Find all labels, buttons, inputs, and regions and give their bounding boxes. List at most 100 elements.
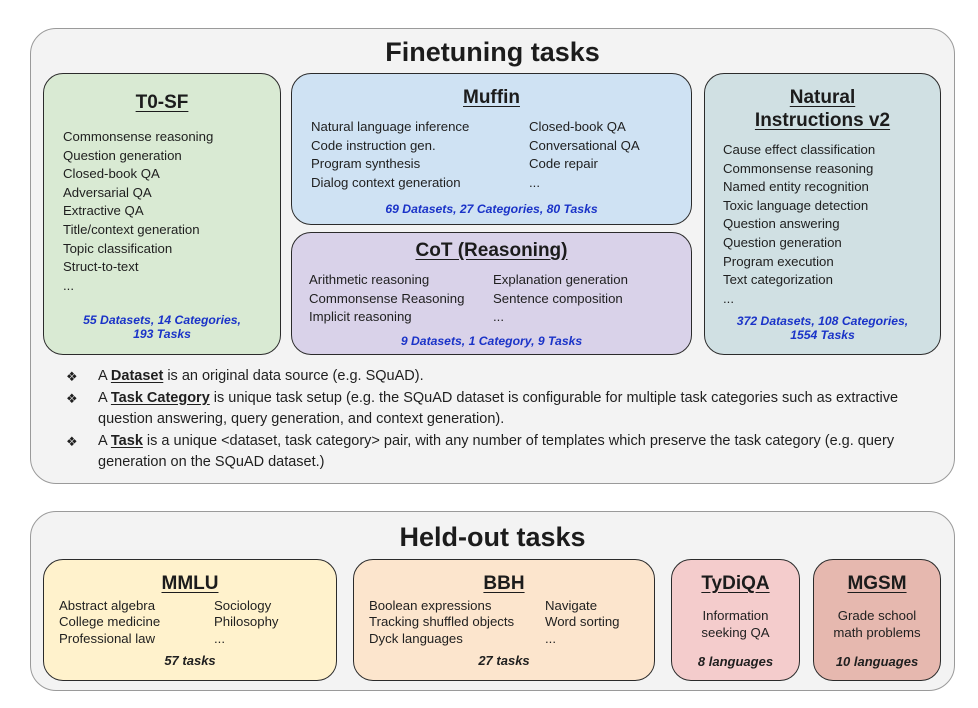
niv2-stats-line2: 1554 Tasks <box>790 328 855 342</box>
note-dataset: ❖ A Dataset is an original data source (… <box>66 366 926 388</box>
t0sf-title: T0-SF <box>135 92 189 113</box>
list-item: Question generation <box>63 147 182 163</box>
list-item: Program execution <box>723 253 834 269</box>
list-item: Adversarial QA <box>63 184 152 200</box>
list-item: Commonsense Reasoning <box>309 290 465 306</box>
cot-task-list-right: Explanation generation Sentence composit… <box>493 271 628 327</box>
bbh-task-list-right: Navigate Word sorting ... <box>545 598 620 647</box>
list-item: Tracking shuffled objects <box>369 614 515 630</box>
list-item: ... <box>529 174 540 190</box>
muffin-task-list-left: Natural language inference Code instruct… <box>311 118 469 192</box>
mmlu-stats: 57 tasks <box>164 653 216 668</box>
list-item: Code repair <box>529 156 598 172</box>
cot-task-list-left: Arithmetic reasoning Commonsense Reasoni… <box>309 271 464 327</box>
list-item: Dyck languages <box>369 630 463 646</box>
mmlu-title: MMLU <box>161 573 219 594</box>
finetuning-title: Finetuning tasks <box>385 37 600 67</box>
list-item: Sociology <box>214 598 272 613</box>
tydiqa-title: TyDiQA <box>701 573 770 594</box>
t0sf-stats-line2: 193 Tasks <box>133 327 191 341</box>
list-item: Philosophy <box>214 614 279 630</box>
bbh-title: BBH <box>483 573 525 594</box>
tydiqa-description-line1: Information <box>702 608 769 623</box>
mgsm-title: MGSM <box>847 573 907 594</box>
note-task-category: ❖ A Task Category is unique task setup (… <box>66 389 899 428</box>
list-item: Navigate <box>545 598 598 613</box>
list-item: College medicine <box>59 614 161 630</box>
list-item: Explanation generation <box>493 272 628 287</box>
list-item: Extractive QA <box>63 203 144 219</box>
list-item: Abstract algebra <box>59 598 156 613</box>
list-item: Word sorting <box>545 614 620 630</box>
term-task: Task <box>110 432 143 449</box>
list-item: Commonsense reasoning <box>723 160 874 176</box>
niv2-title-line2: Instructions v2 <box>754 110 891 131</box>
list-item: Title/context generation <box>63 221 200 237</box>
list-item: Text categorization <box>723 272 833 288</box>
note-task: ❖ A Task is a unique <dataset, task cate… <box>66 432 895 471</box>
bbh-stats: 27 tasks <box>478 653 530 668</box>
list-item: Struct-to-text <box>63 259 139 275</box>
mgsm-box: MGSM Grade school math problems 10 langu… <box>813 559 941 681</box>
cot-box: CoT (Reasoning) Arithmetic reasoning Com… <box>291 232 692 355</box>
niv2-stats-line1: 372 Datasets, 108 Categories, <box>736 314 909 328</box>
diamond-bullet-icon: ❖ <box>66 390 78 406</box>
diamond-bullet-icon: ❖ <box>66 369 78 384</box>
mmlu-box: MMLU Abstract algebra College medicine P… <box>43 559 337 681</box>
bbh-box: BBH Boolean expressions Tracking shuffle… <box>353 559 655 681</box>
mmlu-task-list-right: Sociology Philosophy ... <box>214 598 279 647</box>
list-item: Closed-book QA <box>63 166 160 182</box>
tydiqa-description-line2: seeking QA <box>701 624 770 640</box>
t0sf-stats-line1: 55 Datasets, 14 Categories, <box>83 313 241 327</box>
list-item: Code instruction gen. <box>311 137 436 153</box>
list-item: Conversational QA <box>529 137 640 153</box>
list-item: ... <box>723 290 734 306</box>
cot-stats: 9 Datasets, 1 Category, 9 Tasks <box>400 334 583 348</box>
list-item: Program synthesis <box>311 156 421 172</box>
list-item: ... <box>214 630 225 646</box>
niv2-stats: 372 Datasets, 108 Categories, 1554 Tasks <box>705 314 940 342</box>
t0sf-stats: 55 Datasets, 14 Categories, 193 Tasks <box>44 313 280 341</box>
tydiqa-stats: 8 languages <box>697 654 774 669</box>
list-item: Implicit reasoning <box>309 309 412 325</box>
definition-notes: ❖ A Dataset is an original data source (… <box>66 366 926 474</box>
list-item: Boolean expressions <box>369 598 492 613</box>
niv2-title-line1: Natural <box>789 87 856 108</box>
list-item: Commonsense reasoning <box>63 129 214 144</box>
heldout-title: Held-out tasks <box>399 522 586 552</box>
mmlu-task-list-left: Abstract algebra College medicine Profes… <box>59 598 160 647</box>
list-item: ... <box>493 309 504 325</box>
tydiqa-box: TyDiQA Information seeking QA 8 language… <box>671 559 800 681</box>
muffin-stats: 69 Datasets, 27 Categories, 80 Tasks <box>385 202 598 216</box>
list-item: Cause effect classification <box>723 142 876 157</box>
list-item: Question answering <box>723 216 840 232</box>
diamond-bullet-icon: ❖ <box>66 433 78 449</box>
list-item: Question generation <box>723 234 842 250</box>
mgsm-description: Grade school math problems <box>814 608 940 641</box>
list-item: Arithmetic reasoning <box>309 272 430 287</box>
list-item: Topic classification <box>63 240 173 256</box>
term-dataset: Dataset <box>110 368 164 384</box>
cot-title: CoT (Reasoning) <box>415 240 568 261</box>
tydiqa-description: Information seeking QA <box>672 608 799 641</box>
list-item: Natural language inference <box>311 119 470 134</box>
list-item: Closed-book QA <box>529 119 626 134</box>
t0sf-box: T0-SF Commonsense reasoning Question gen… <box>43 73 281 355</box>
niv2-title: Natural Instructions v2 <box>705 86 940 132</box>
mgsm-stats: 10 languages <box>835 654 919 669</box>
muffin-task-list-right: Closed-book QA Conversational QA Code re… <box>529 118 640 192</box>
list-item: Named entity recognition <box>723 179 869 195</box>
list-item: Toxic language detection <box>723 197 869 213</box>
muffin-box: Muffin Natural language inference Code i… <box>291 73 692 225</box>
mgsm-description-line1: Grade school <box>837 608 917 623</box>
t0sf-task-list: Commonsense reasoning Question generatio… <box>63 128 213 295</box>
list-item: Sentence composition <box>493 290 623 306</box>
list-item: ... <box>545 630 556 646</box>
list-item: Dialog context generation <box>311 174 461 190</box>
niv2-box: Natural Instructions v2 Cause effect cla… <box>704 73 941 355</box>
mgsm-description-line2: math problems <box>833 624 921 640</box>
bbh-task-list-left: Boolean expressions Tracking shuffled ob… <box>369 598 514 647</box>
term-task-category: Task Category <box>110 389 210 406</box>
list-item: Professional law <box>59 630 156 646</box>
muffin-title: Muffin <box>463 87 520 108</box>
